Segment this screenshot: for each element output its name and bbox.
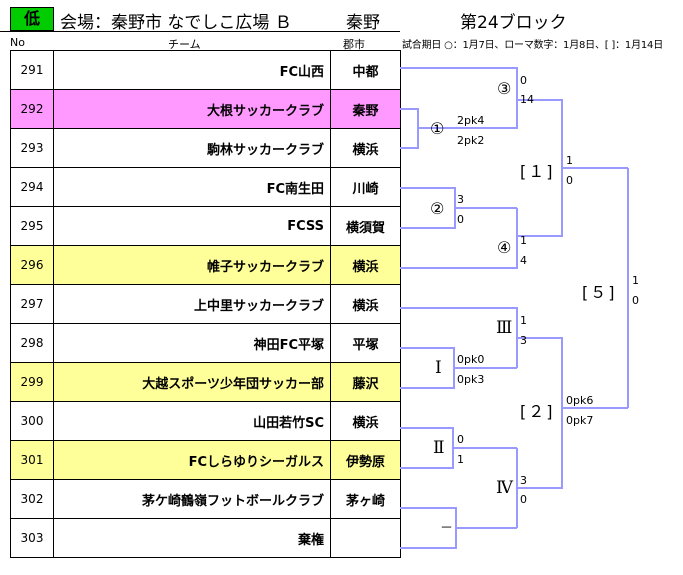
team-number: 300 bbox=[10, 401, 54, 441]
match-score-r1-top: 0pk0 bbox=[457, 353, 485, 366]
team-number: 301 bbox=[10, 440, 54, 480]
match-score-2-bottom: 0 bbox=[457, 213, 464, 226]
column-header-no: No bbox=[10, 36, 25, 49]
match-label-1: ① bbox=[430, 119, 445, 138]
match-label-4: ④ bbox=[497, 238, 512, 257]
team-municipality: 横須賀 bbox=[330, 206, 401, 246]
team-municipality: 平塚 bbox=[330, 323, 401, 363]
team-number: 294 bbox=[10, 167, 54, 207]
team-municipality: 秦野 bbox=[330, 89, 401, 129]
team-name: 大根サッカークラブ bbox=[53, 89, 331, 129]
match-label-3: ③ bbox=[497, 79, 512, 98]
match-score-r2-top: 0 bbox=[457, 433, 464, 446]
bracket-line-m2 bbox=[400, 187, 456, 229]
team-municipality: 横浜 bbox=[330, 284, 401, 324]
match-score-b2-bottom: 0pk7 bbox=[566, 414, 594, 427]
venue-title: 会場：秦野市 なでしこ広場 Ｂ bbox=[60, 13, 292, 33]
match-score-4-top: 1 bbox=[520, 234, 527, 247]
team-municipality: 中都 bbox=[330, 50, 401, 90]
team-name: FCしらゆりシーガルス bbox=[53, 440, 331, 480]
level-badge: 低 bbox=[10, 7, 54, 31]
team-name: 上中里サッカークラブ bbox=[53, 284, 331, 324]
team-number: 292 bbox=[10, 89, 54, 129]
team-name: 茅ケ崎鶴嶺フットボールクラブ bbox=[53, 479, 331, 519]
team-municipality: 伊勢原 bbox=[330, 440, 401, 480]
match-score-3-top: 0 bbox=[520, 74, 527, 87]
match-score-4-bottom: 4 bbox=[520, 254, 527, 267]
bracket-line-r3 bbox=[400, 307, 518, 368]
match-score-3-bottom: 14 bbox=[520, 93, 534, 106]
match-score-r3-top: 1 bbox=[520, 314, 527, 327]
match-score-r3-bottom: 3 bbox=[520, 334, 527, 347]
match-label-b2: [２] bbox=[520, 402, 555, 421]
team-municipality: 茅ヶ崎 bbox=[330, 479, 401, 519]
match-score-b5-top: 1 bbox=[632, 274, 639, 287]
team-name: 帷子サッカークラブ bbox=[53, 245, 331, 285]
team-name: 大越スポーツ少年団サッカー部 bbox=[53, 362, 331, 402]
match-label-2: ② bbox=[430, 199, 445, 218]
match-score-r2-bottom: 1 bbox=[457, 453, 464, 466]
bracket-line-m3 bbox=[400, 67, 518, 129]
match-score-b1-top: 1 bbox=[566, 154, 573, 167]
match-score-b5-bottom: 0 bbox=[632, 294, 639, 307]
match-score-b2-top: 0pk6 bbox=[566, 394, 594, 407]
team-municipality: 川崎 bbox=[330, 167, 401, 207]
column-header-team: チーム bbox=[168, 38, 201, 51]
match-label-b5: [５] bbox=[582, 283, 617, 302]
match-score-1-top: 2pk4 bbox=[457, 114, 485, 127]
team-name: 山田若竹SC bbox=[53, 401, 331, 441]
team-name: 神田FC平塚 bbox=[53, 323, 331, 363]
team-municipality: 横浜 bbox=[330, 245, 401, 285]
team-number: 293 bbox=[10, 128, 54, 168]
match-label-r4: Ⅳ bbox=[496, 478, 513, 498]
venue-city: 秦野 bbox=[346, 13, 380, 33]
team-municipality: 横浜 bbox=[330, 401, 401, 441]
bracket-line-r1 bbox=[400, 347, 455, 389]
bracket-line-m4 bbox=[400, 208, 518, 269]
match-label-r1: Ⅰ bbox=[435, 358, 442, 378]
block-title: 第24ブロック bbox=[460, 13, 567, 33]
team-municipality bbox=[330, 518, 401, 558]
match-score-r1-bottom: 0pk3 bbox=[457, 373, 485, 386]
match-score-2-top: 3 bbox=[457, 193, 464, 206]
schedule-legend: 試合期日 ○：1月7日、ローマ数字：1月8日、[ ]：1月14日 bbox=[402, 40, 664, 51]
bracket-line-m1 bbox=[400, 108, 419, 149]
team-name: 棄権 bbox=[53, 518, 331, 558]
match-label-r2: Ⅱ bbox=[433, 438, 445, 458]
bracket-line-r2 bbox=[400, 427, 454, 469]
team-name: FC山西 bbox=[53, 50, 331, 90]
match-label-r3: Ⅲ bbox=[496, 318, 513, 338]
match-score-r4-top: 3 bbox=[520, 474, 527, 487]
match-score-1-bottom: 2pk2 bbox=[457, 134, 485, 147]
team-municipality: 藤沢 bbox=[330, 362, 401, 402]
bracket-line-b2 bbox=[517, 337, 563, 489]
match-label-r5: － bbox=[440, 521, 454, 536]
team-name: 駒林サッカークラブ bbox=[53, 128, 331, 168]
match-score-b1-bottom: 0 bbox=[566, 174, 573, 187]
match-score-r4-bottom: 0 bbox=[520, 493, 527, 506]
title-underline bbox=[0, 31, 400, 32]
column-header-municipality: 郡市 bbox=[343, 38, 365, 51]
match-label-b1: [１] bbox=[520, 162, 555, 181]
